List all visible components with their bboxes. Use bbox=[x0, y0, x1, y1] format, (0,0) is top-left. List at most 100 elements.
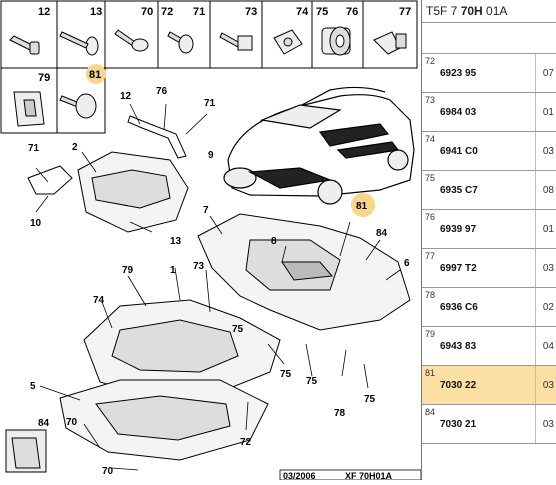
row-separator bbox=[535, 249, 536, 287]
row-reference: 7030 22 bbox=[440, 380, 477, 391]
callout-75-c: 75 bbox=[364, 394, 376, 405]
lower-shield-5 bbox=[59, 379, 269, 461]
header-suffix: 01A bbox=[482, 4, 508, 18]
callout-75-d: 75 bbox=[232, 324, 244, 335]
clip-73-icon bbox=[273, 29, 303, 55]
callout-70: 70 bbox=[66, 417, 78, 428]
car-illustration bbox=[223, 86, 415, 205]
callout-72: 72 bbox=[240, 437, 252, 448]
screw-70-icon bbox=[114, 29, 149, 52]
row-reference: 6943 83 bbox=[440, 341, 477, 352]
diagram-footer: 03/2006 XF 70H01A bbox=[279, 469, 422, 481]
callout-79: 79 bbox=[122, 265, 134, 276]
parts-grid bbox=[0, 0, 418, 134]
callout-1: 1 bbox=[170, 265, 176, 276]
screw-72-icon bbox=[167, 31, 194, 54]
footer-date: 03/2006 bbox=[283, 471, 316, 480]
row-index: 84 bbox=[425, 407, 436, 417]
row-index: 72 bbox=[425, 56, 436, 66]
grid-label-13: 13 bbox=[90, 6, 102, 18]
row-separator bbox=[535, 327, 536, 365]
grid-label-79: 79 bbox=[38, 72, 50, 84]
row-index: 79 bbox=[425, 329, 436, 339]
grid-label-70: 70 bbox=[141, 6, 153, 18]
callout-71: 71 bbox=[204, 98, 216, 109]
diagram-svg: 12 13 70 72 71 73 74 75 76 77 79 81 bbox=[0, 0, 422, 481]
grid-label-71: 71 bbox=[193, 6, 205, 18]
bracket-9 bbox=[127, 115, 187, 159]
callout-84-left: 84 bbox=[38, 418, 50, 429]
row-separator bbox=[535, 171, 536, 209]
callout-12: 12 bbox=[120, 91, 132, 102]
highlight-81-diagram bbox=[351, 193, 375, 217]
clip-79-icon bbox=[13, 91, 45, 127]
row-separator bbox=[535, 93, 536, 131]
row-quantity: 02 bbox=[542, 302, 554, 313]
header-prefix: T5F 7 bbox=[426, 4, 461, 18]
parts-list-row[interactable]: 84 7030 21 03 bbox=[422, 405, 556, 444]
row-quantity: 03 bbox=[542, 419, 554, 430]
grid-label-72: 72 bbox=[161, 6, 173, 18]
callout-75-a: 75 bbox=[280, 369, 292, 380]
bolt-12-icon bbox=[9, 35, 40, 55]
callout-7: 7 bbox=[203, 205, 209, 216]
callout-84: 84 bbox=[376, 228, 388, 239]
row-separator bbox=[535, 54, 536, 92]
callout-76: 76 bbox=[156, 86, 168, 97]
callout-13: 13 bbox=[170, 236, 182, 247]
underbody-shield-front bbox=[83, 299, 281, 397]
underbody-shield-rear bbox=[197, 213, 411, 331]
grid-label-77: 77 bbox=[399, 6, 411, 18]
grid-label-74: 74 bbox=[296, 6, 309, 18]
engine-shield-left bbox=[27, 151, 189, 233]
row-index: 75 bbox=[425, 173, 436, 183]
parts-list-row[interactable]: 73 6984 03 01 bbox=[422, 93, 556, 132]
row-separator bbox=[535, 288, 536, 326]
row-reference: 6984 03 bbox=[440, 107, 477, 118]
callout-73: 73 bbox=[193, 261, 205, 272]
row-index: 73 bbox=[425, 95, 436, 105]
row-quantity: 03 bbox=[542, 263, 554, 274]
panel-header: T5F 7 70H 01A bbox=[422, 0, 556, 23]
callout-2: 2 bbox=[72, 142, 78, 153]
screw-81-icon bbox=[59, 93, 97, 119]
row-reference: 6923 95 bbox=[440, 68, 477, 79]
row-quantity: 01 bbox=[542, 224, 554, 235]
callout-labels: 12 76 71 2 71 9 10 13 7 8 81 84 6 79 1 7… bbox=[28, 86, 410, 477]
clip-84-icon bbox=[5, 429, 47, 473]
grid-label-81: 81 bbox=[89, 69, 101, 81]
row-index: 74 bbox=[425, 134, 436, 144]
screw-13-icon bbox=[59, 31, 99, 56]
callout-6: 6 bbox=[404, 258, 410, 269]
row-quantity: 01 bbox=[542, 107, 554, 118]
parts-diagram: 12 13 70 72 71 73 74 75 76 77 79 81 bbox=[0, 0, 422, 481]
callout-81: 81 bbox=[356, 201, 368, 212]
panel-spacer bbox=[422, 23, 556, 54]
bolt-71-icon bbox=[219, 32, 253, 51]
row-separator bbox=[535, 366, 536, 404]
row-index: 77 bbox=[425, 251, 436, 261]
callout-8: 8 bbox=[271, 236, 277, 247]
row-reference: 6935 C7 bbox=[440, 185, 478, 196]
row-separator bbox=[535, 210, 536, 248]
parts-list-row[interactable]: 79 6943 83 04 bbox=[422, 327, 556, 366]
row-quantity: 04 bbox=[542, 341, 554, 352]
grid-label-12: 12 bbox=[38, 6, 50, 18]
row-reference: 6936 C6 bbox=[440, 302, 478, 313]
grid-label-76: 76 bbox=[346, 6, 358, 18]
row-reference: 7030 21 bbox=[440, 419, 477, 430]
row-quantity: 03 bbox=[542, 380, 554, 391]
header-bold: 70H bbox=[460, 4, 483, 18]
grid-label-73: 73 bbox=[245, 6, 257, 18]
callout-10: 10 bbox=[30, 218, 42, 229]
callout-5: 5 bbox=[30, 381, 36, 392]
callout-9: 9 bbox=[208, 150, 214, 161]
